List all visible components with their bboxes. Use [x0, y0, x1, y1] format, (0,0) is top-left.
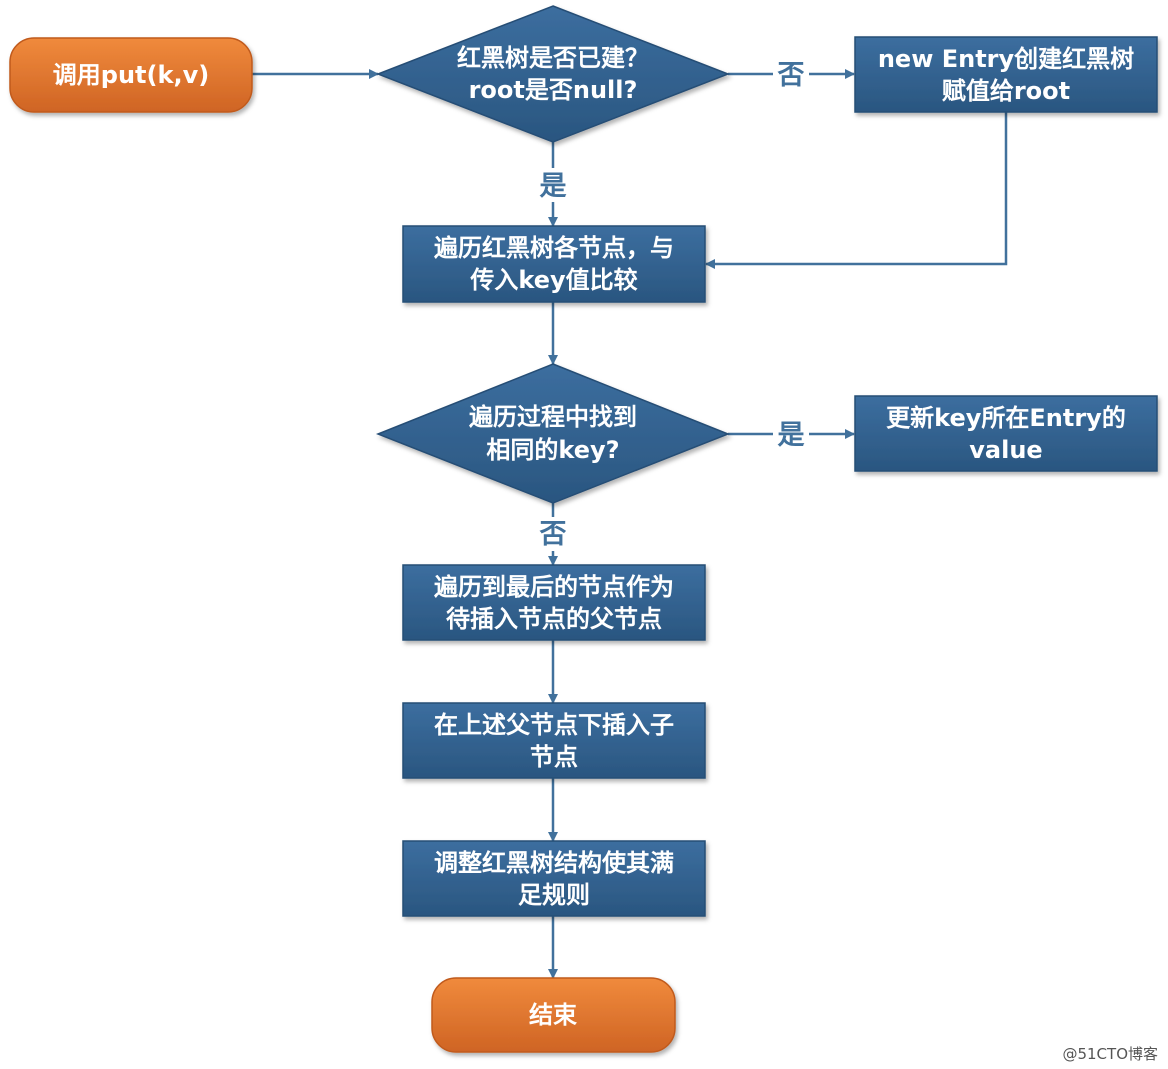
last-node-label-line2: 待插入节点的父节点 — [446, 605, 662, 633]
update-value-label-line1: 更新key所在Entry的 — [886, 404, 1126, 432]
create-tree-process: new Entry创建红黑树 赋值给root — [854, 36, 1158, 113]
found-key-label-line2: 相同的key? — [486, 436, 619, 464]
edge-label-no-2: 否 — [540, 519, 567, 550]
create-tree-label-line1: new Entry创建红黑树 — [878, 45, 1134, 73]
update-value-label-line2: value — [969, 436, 1042, 464]
edge-label-no-1: 否 — [778, 60, 805, 91]
found-key-decision: 遍历过程中找到 相同的key? — [375, 363, 731, 504]
adjust-tree-process: 调整红黑树结构使其满 足规则 — [402, 840, 706, 917]
edge-labels: 否 是 是 否 — [536, 58, 809, 551]
traverse-label-line1: 遍历红黑树各节点，与 — [434, 234, 674, 262]
insert-child-process: 在上述父节点下插入子 节点 — [402, 702, 706, 779]
traverse-process: 遍历红黑树各节点，与 传入key值比较 — [402, 225, 706, 303]
last-node-process: 遍历到最后的节点作为 待插入节点的父节点 — [402, 564, 706, 641]
start-node: 调用put(k,v) — [9, 37, 253, 113]
root-check-label-line1: 红黑树是否已建？ — [457, 44, 649, 72]
end-node: 结束 — [431, 977, 676, 1053]
insert-child-label-line2: 节点 — [530, 743, 578, 771]
watermark: @51CTO博客 — [1062, 1045, 1158, 1063]
start-label: 调用put(k,v) — [53, 61, 209, 89]
root-check-decision: 红黑树是否已建？ root是否null? — [375, 5, 731, 143]
adjust-tree-label-line2: 足规则 — [518, 881, 590, 909]
adjust-tree-label-line1: 调整红黑树结构使其满 — [434, 849, 674, 877]
root-check-label-line2: root是否null? — [469, 76, 638, 104]
found-key-label-line1: 遍历过程中找到 — [469, 403, 637, 431]
update-value-process: 更新key所在Entry的 value — [854, 395, 1158, 472]
traverse-label-line2: 传入key值比较 — [469, 266, 637, 294]
edge-create-to-traverse — [705, 112, 1008, 269]
insert-child-label-line1: 在上述父节点下插入子 — [434, 711, 674, 739]
edge-label-yes-2: 是 — [778, 420, 805, 451]
last-node-label-line1: 遍历到最后的节点作为 — [434, 573, 674, 601]
end-label: 结束 — [529, 1001, 578, 1029]
create-tree-label-line2: 赋值给root — [942, 77, 1070, 105]
edge-label-yes-1: 是 — [540, 171, 567, 202]
